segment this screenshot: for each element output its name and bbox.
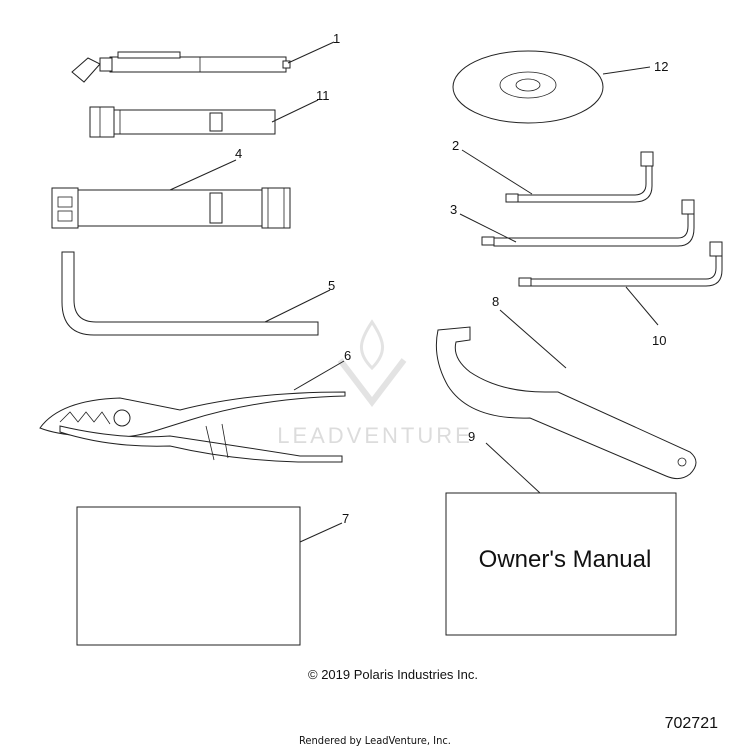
part-1-pressure-gauge — [71, 51, 291, 83]
leader-lines — [169, 41, 659, 543]
part-5-hex-key — [61, 251, 319, 336]
callouts: 1 11 4 5 6 7 12 2 3 10 8 9 — [235, 31, 668, 526]
watermark-v-icon — [337, 358, 407, 407]
figure-number: 702721 — [665, 715, 718, 732]
copyright-text: © 2019 Polaris Industries Inc. — [308, 667, 478, 682]
callout-11: 11 — [316, 88, 330, 103]
callout-9: 9 — [468, 429, 475, 444]
part-12-disc — [452, 50, 604, 124]
callout-2: 2 — [452, 138, 459, 153]
callout-4: 4 — [235, 146, 242, 161]
part-2-torx-key — [505, 151, 654, 203]
watermark-flame-icon — [360, 319, 384, 371]
part-9-owners-manual: Owner's Manual — [445, 492, 677, 636]
watermark-text: LEADVENTURE — [277, 423, 473, 448]
manual-title: Owner's Manual — [479, 546, 652, 573]
part-7-card — [76, 506, 301, 646]
callout-5: 5 — [328, 278, 335, 293]
rendered-by-text: Rendered by LeadVenture, Inc. — [299, 734, 451, 747]
callout-10: 10 — [652, 333, 666, 348]
part-10-hex-key — [518, 241, 723, 287]
part-6-pliers — [39, 391, 346, 463]
part-3-long-key — [481, 199, 695, 247]
callout-12: 12 — [654, 59, 668, 74]
callout-7: 7 — [342, 511, 349, 526]
part-4-plug-socket — [51, 187, 291, 229]
part-11-socket — [89, 106, 276, 138]
manual-box — [445, 492, 677, 636]
watermark: LEADVENTURE — [277, 319, 473, 448]
callout-1: 1 — [333, 31, 340, 46]
callout-3: 3 — [450, 202, 457, 217]
callout-6: 6 — [344, 348, 351, 363]
callout-8: 8 — [492, 294, 499, 309]
part-8-spanner-wrench — [435, 326, 697, 480]
